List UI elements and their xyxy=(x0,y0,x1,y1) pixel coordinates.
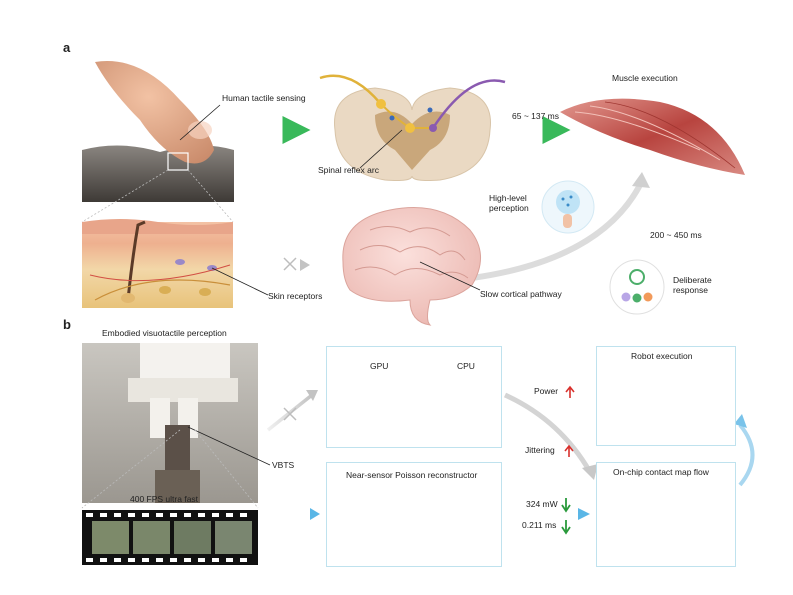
skin-cross-section xyxy=(82,219,233,308)
label-latency-value: 0.211 ms xyxy=(522,520,557,530)
label-gpu: GPU xyxy=(370,361,389,371)
label-power-value: 324 mW xyxy=(526,499,558,509)
label-on-chip-contact-map: On-chip contact map flow xyxy=(613,467,709,477)
label-cpu: CPU xyxy=(457,361,475,371)
label-embodied-visuotactile-perception: Embodied visuotactile perception xyxy=(102,328,227,338)
label-latency-fast: 65 ~ 137 ms xyxy=(512,111,560,121)
label-spinal-reflex-arc: Spinal reflex arc xyxy=(318,165,379,175)
label-latency-slow: 200 ~ 450 ms xyxy=(650,230,702,240)
label-jittering: Jittering xyxy=(525,445,555,455)
spinal-cord-illustration xyxy=(319,74,506,181)
latency-down-arrow-icon xyxy=(561,520,571,535)
jitter-up-arrow-icon xyxy=(564,444,574,457)
robot-gripper-photo xyxy=(82,343,258,503)
brain-illustration xyxy=(342,207,481,326)
perception-icon xyxy=(541,180,595,234)
label-poisson-reconstructor: Near-sensor Poisson reconstructor xyxy=(346,470,478,480)
label-high-level-perception: High-level perception xyxy=(489,193,529,213)
label-muscle-execution: Muscle execution xyxy=(612,73,678,83)
label-400-fps: 400 FPS ultra fast xyxy=(130,494,199,504)
label-slow-cortical-pathway: Slow cortical pathway xyxy=(480,289,562,299)
blocked-cross-icon-a xyxy=(283,257,297,271)
label-deliberate-response: Deliberate response xyxy=(673,275,712,295)
contact-map-box xyxy=(596,462,736,567)
panel-letter-b: b xyxy=(63,317,71,332)
label-human-tactile-sensing: Human tactile sensing xyxy=(222,93,306,103)
label-power: Power xyxy=(534,386,559,396)
label-vbts: VBTS xyxy=(272,460,295,470)
power-down-arrow-icon xyxy=(561,498,571,513)
finger-photo xyxy=(82,58,234,202)
film-strip xyxy=(82,510,258,565)
muscle-illustration xyxy=(560,98,745,175)
blocked-cross-icon-b xyxy=(283,407,297,421)
poisson-reconstructor-box xyxy=(326,462,502,567)
gpu-cpu-box xyxy=(326,346,502,448)
power-up-arrow-icon xyxy=(565,385,575,398)
label-robot-execution: Robot execution xyxy=(631,351,693,361)
panel-letter-a: a xyxy=(63,40,71,55)
label-skin-receptors: Skin receptors xyxy=(268,291,323,301)
robot-execution-box xyxy=(596,346,736,446)
deliberate-response-icon xyxy=(609,259,665,315)
